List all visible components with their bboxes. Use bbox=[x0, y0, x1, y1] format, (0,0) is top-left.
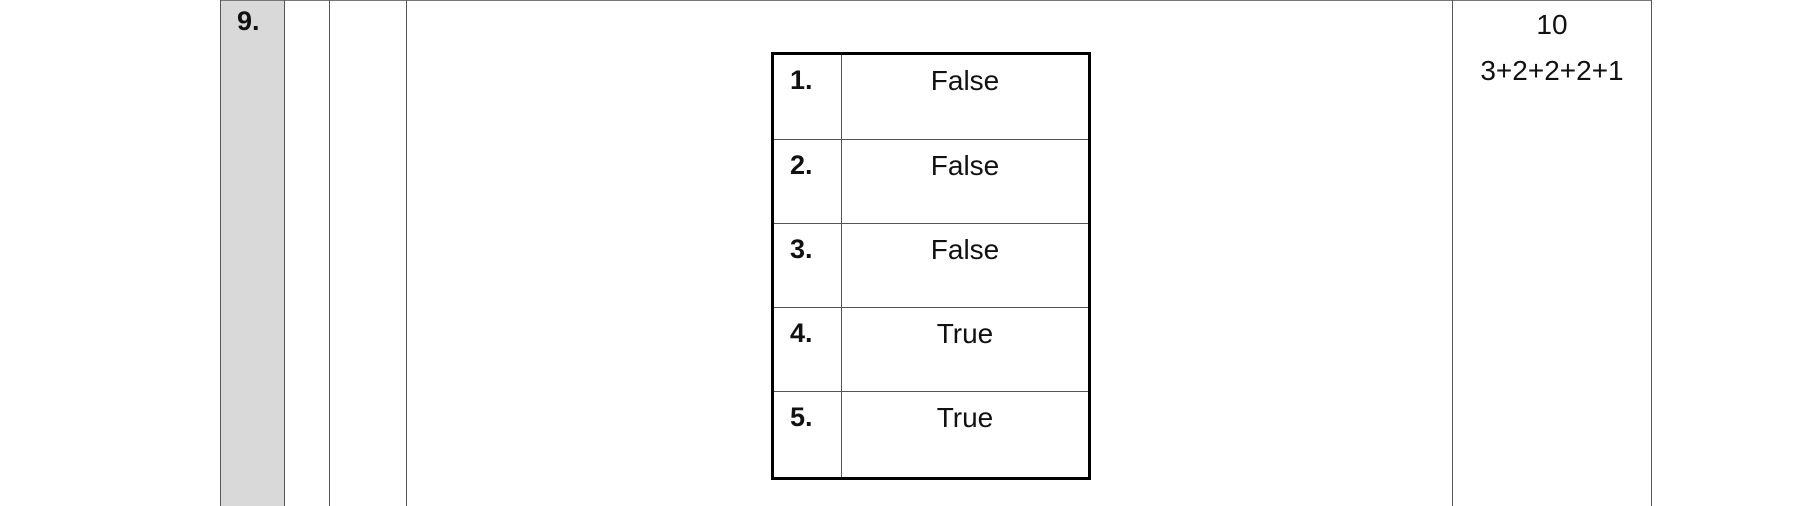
answer-value: False bbox=[930, 150, 1000, 181]
answer-row: 3. False bbox=[774, 223, 1088, 308]
answer-value: True bbox=[936, 402, 994, 433]
answer-value: False bbox=[930, 65, 1000, 96]
answer-row: 1. False bbox=[774, 55, 1088, 139]
answer-number: 2. bbox=[790, 150, 813, 180]
answer-value: False bbox=[930, 234, 1000, 265]
answer-number: 4. bbox=[790, 318, 813, 348]
marks-cell: 10 3+2+2+2+1 bbox=[1453, 2, 1651, 94]
answer-row: 5. True bbox=[774, 391, 1088, 476]
question-number-cell bbox=[221, 1, 284, 506]
column-divider bbox=[406, 0, 407, 506]
answer-table: 1. False 2. False 3. False 4. True 5. Tr… bbox=[771, 52, 1091, 480]
column-divider bbox=[284, 0, 285, 506]
marks-breakdown: 3+2+2+2+1 bbox=[1480, 55, 1624, 86]
answer-row: 2. False bbox=[774, 139, 1088, 224]
column-divider bbox=[1452, 0, 1453, 506]
answer-number: 1. bbox=[790, 65, 813, 95]
column-divider bbox=[329, 0, 330, 506]
question-number: 9. bbox=[237, 6, 260, 36]
answer-table-divider bbox=[841, 55, 842, 477]
answer-value: True bbox=[936, 318, 994, 349]
row-top-border bbox=[220, 0, 1652, 1]
answer-number: 3. bbox=[790, 234, 813, 264]
column-divider bbox=[220, 0, 221, 506]
answer-number: 5. bbox=[790, 402, 813, 432]
column-divider bbox=[1651, 0, 1652, 506]
answer-row: 4. True bbox=[774, 307, 1088, 392]
marks-total: 10 bbox=[1536, 9, 1568, 40]
